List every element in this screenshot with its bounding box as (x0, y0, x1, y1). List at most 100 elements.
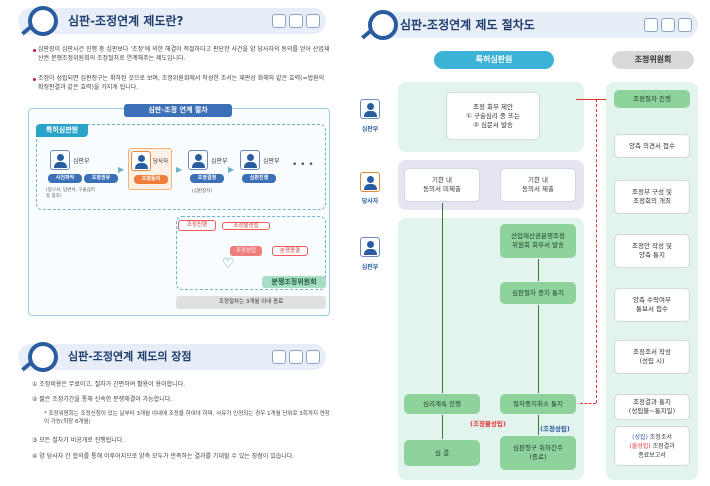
r-step: 조정절차 진행 (614, 90, 690, 108)
text: 동의서 미제출 (423, 185, 461, 193)
step-recommend: 조정권유 (84, 174, 118, 183)
magnifier-icon (368, 10, 398, 40)
connector (442, 415, 443, 439)
person-icon (131, 151, 151, 171)
paragraph: 조정이 성립되면 심판청구는 취하된 것으로 보며, 조정위원회에서 작성한 조… (38, 75, 325, 91)
bullet (33, 78, 36, 81)
role-label: 당사자 (361, 198, 379, 205)
connector (538, 305, 539, 393)
connector-dashed (580, 403, 596, 404)
people-icon (306, 14, 320, 28)
text: 조정 회부 제안 (472, 102, 513, 111)
magnifier-icon (28, 6, 58, 36)
step-end: 분쟁종결 (272, 246, 308, 256)
step-continue: 심리계속 진행 (404, 394, 480, 414)
note: (청구서, 답변서, 구술심리 등 참조) (46, 188, 95, 199)
toolbar-icons (272, 14, 320, 28)
search-icon (289, 350, 303, 364)
text: 양측 수락여부 (633, 296, 671, 304)
toolbar-icons (644, 18, 692, 32)
judge-icon (360, 237, 380, 257)
people-icon (678, 18, 692, 32)
text: (불성립) 조정결과 (629, 442, 674, 451)
advantage-item: ② 짧은 조정기간을 통해 신속한 분쟁해결이 가능합니다. (32, 396, 173, 403)
chart-icon (644, 18, 658, 32)
people-icon (306, 350, 320, 364)
judge-icon (240, 150, 260, 170)
label-fail: (조정불성립) (470, 420, 506, 428)
step-cancel-suspend: 절차중지취소 통지 (500, 394, 576, 414)
note: (심판정지) (192, 189, 213, 194)
arrow-icon: ▶ (228, 165, 235, 174)
text: 조정부 구성 및 (631, 188, 672, 196)
step-suspend: 심판절차 중지 통지 (500, 282, 576, 304)
ellipsis: • • • (292, 160, 314, 170)
text: (종료) (529, 453, 547, 461)
search-icon (289, 14, 303, 28)
text: (불성립) (629, 442, 651, 450)
text: (성립) (632, 433, 648, 441)
step-mediation: 조정진행 (178, 220, 216, 231)
person-icon (360, 172, 380, 192)
text: 심판청구 취하간주 (513, 444, 563, 452)
judge-label: 심판부 (211, 158, 228, 165)
advantage-item: ① 조정비용은 무료이고, 절차가 간편하여 활용이 용이합니다. (32, 381, 186, 388)
step-consent: 조정동의 (134, 175, 168, 184)
text: 조정조서 (649, 433, 672, 441)
step-withdraw: 심판청구 취하간주(종료) (500, 436, 576, 470)
judge-icon (360, 99, 380, 119)
text: 산업재산권분쟁조정 (511, 232, 565, 240)
section-title: 심판-조정연계 제도의 장점 (68, 350, 192, 363)
chart-icon (272, 350, 286, 364)
toolbar-icons (272, 350, 320, 364)
step-proceed: 심판진행 (242, 174, 276, 183)
text: 조정결과 (652, 442, 675, 450)
committee-area (176, 216, 326, 290)
text: 조정조서 작성 (633, 348, 671, 356)
text: (성립불~통지일) (628, 407, 676, 415)
advantage-item: ④ 양 당사자 간 합의를 통해 이루어지므로 양측 모두가 만족하는 결과를 … (32, 453, 295, 460)
search-icon (661, 18, 675, 32)
step-decision: 조정결정 (190, 174, 224, 183)
text: 기한 내 (527, 176, 548, 184)
text: 동의서 제출 (522, 185, 554, 193)
connector (442, 203, 443, 393)
text: 조정회의 개최 (633, 197, 671, 205)
arrow-icon: ▶ (118, 165, 125, 174)
r-step-final: (성립) 조정조서 (불성립) 조정결과 종료보고서 (614, 426, 690, 466)
label-success: (조정성립) (540, 425, 570, 433)
advantage-item: ③ 모든 절차가 비공개로 진행됩니다. (32, 437, 125, 444)
judge-label: 심판부 (263, 158, 280, 165)
section-title: 심판-조정연계 제도 절차도 (400, 18, 535, 32)
step-fail: 조정불성립 (222, 222, 270, 230)
flow-title: 심판-조정 연계 절차 (124, 104, 232, 117)
judge-label: 심판부 (73, 158, 90, 165)
text: (성립) 조정조서 (632, 433, 672, 442)
committee-label: 분쟁조정위원회 (262, 276, 326, 288)
text: 양측 통지 (639, 251, 665, 259)
section-title: 심판-조정연계 제도란? (68, 14, 184, 28)
text: 기한 내 (431, 176, 452, 184)
text: ② 심문서 발송 (473, 120, 513, 129)
text: 조정결과 통지 (633, 398, 671, 406)
tribunal-area (36, 124, 326, 210)
paragraph: 심판장이 심판사건 진행 중 심판보다 '조정'에 의한 해결이 적절하다고 판… (38, 46, 330, 62)
r-step: 양측 의견서 접수 (614, 134, 690, 158)
bullet (33, 49, 36, 52)
chart-icon (272, 14, 286, 28)
arrow-icon: ▶ (176, 165, 183, 174)
handshake-icon: ♡ (222, 256, 235, 272)
text: 위원회 회부서 발송 (512, 241, 564, 249)
r-step: 조정조서 작성(성립 시) (614, 340, 690, 374)
role-label: 심판부 (361, 264, 379, 271)
step-decision: 심 결 (404, 440, 480, 466)
text: ① 구술심리 중 또는 (466, 111, 520, 120)
connector (538, 259, 539, 281)
